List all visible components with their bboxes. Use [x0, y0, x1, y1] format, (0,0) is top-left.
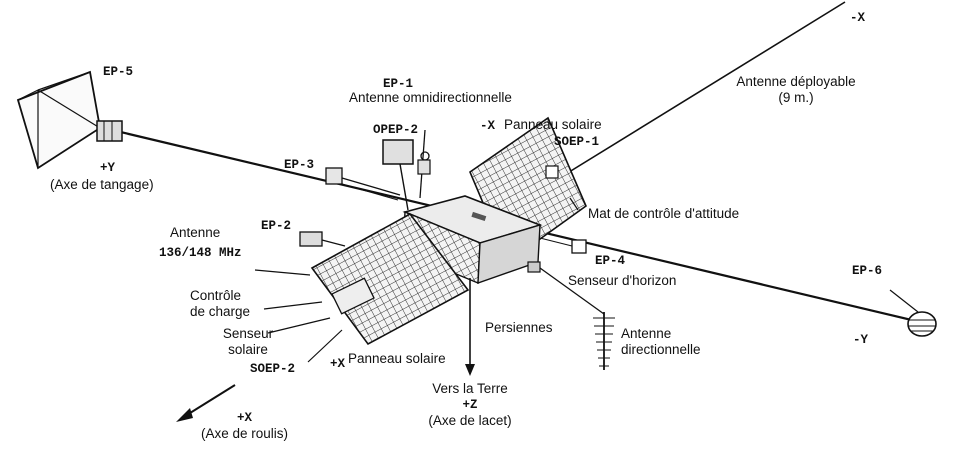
label-minus-y: -Y	[853, 333, 869, 347]
label-plus-x-small: +X	[330, 357, 346, 371]
label-ep5: EP-5	[103, 65, 134, 79]
ep6-sphere	[907, 311, 937, 337]
ep5-shield	[16, 70, 123, 170]
label-axe-roulis: (Axe de roulis)	[200, 426, 289, 441]
label-vers-terre: Vers la Terre	[432, 381, 508, 396]
label-antenne-dir-line1: Antenne	[621, 326, 672, 341]
label-senseur-line1: Senseur	[222, 326, 274, 341]
opep2-box	[382, 139, 414, 165]
solar-panel-bottom	[310, 212, 470, 346]
label-ep6: EP-6	[852, 264, 883, 278]
label-mat-controle: Mat de contrôle d'attitude	[588, 206, 740, 221]
directional-antenna	[539, 267, 615, 370]
label-ep1: EP-1	[383, 77, 414, 91]
label-roulis-group: +X (Axe de roulis)	[182, 410, 307, 442]
label-antenne-deployable-line1: Antenne déployable	[736, 74, 856, 89]
ep3-box	[325, 167, 343, 185]
label-senseur-line2: solaire	[228, 342, 268, 357]
label-antenne-directionnelle: Antenne directionnelle	[621, 326, 701, 358]
leader-lines	[254, 197, 919, 363]
label-senseur-horizon: Senseur d'horizon	[568, 273, 677, 288]
label-plus-y: +Y	[100, 161, 116, 175]
label-ep4: EP-4	[595, 254, 626, 268]
label-senseur-solaire: Senseur solaire	[208, 326, 288, 358]
label-controle-charge: Contrôle de charge	[190, 288, 250, 320]
label-antenne-deployable-line2: (9 m.)	[778, 90, 814, 105]
deployable-antenna	[547, 1, 846, 186]
label-soep2: SOEP-2	[250, 362, 296, 376]
label-axe-tangage: (Axe de tangage)	[50, 177, 154, 192]
label-antenne-freq: 136/148 MHz	[159, 246, 242, 260]
label-vers-terre-group: Vers la Terre +Z (Axe de lacet)	[405, 381, 535, 429]
label-antenne-dir-line2: directionnelle	[621, 342, 701, 357]
label-antenne-deployable: Antenne déployable (9 m.)	[716, 74, 876, 106]
label-controle-line1: Contrôle	[190, 288, 242, 303]
label-persiennes: Persiennes	[485, 320, 553, 335]
label-plus-x: +X	[236, 411, 252, 425]
ep2-box	[299, 231, 323, 247]
label-opep2: OPEP-2	[373, 123, 419, 137]
label-minus-x-panel: -X	[480, 119, 496, 133]
label-panneau-solaire-bottom: Panneau solaire	[348, 351, 446, 366]
label-ep3: EP-3	[284, 158, 315, 172]
label-antenne-left: Antenne	[170, 225, 221, 240]
label-antenne-omni: Antenne omnidirectionnelle	[349, 90, 512, 105]
label-controle-line2: de charge	[190, 304, 251, 319]
label-minus-x-top: -X	[850, 11, 866, 25]
label-ep2: EP-2	[261, 219, 292, 233]
ep4-box	[571, 239, 587, 254]
label-panneau-solaire-top: Panneau solaire	[504, 117, 602, 132]
label-soep1: SOEP-1	[554, 135, 600, 149]
label-axe-lacet: (Axe de lacet)	[428, 413, 512, 428]
label-plus-z: +Z	[462, 398, 478, 412]
main-body	[402, 195, 543, 285]
